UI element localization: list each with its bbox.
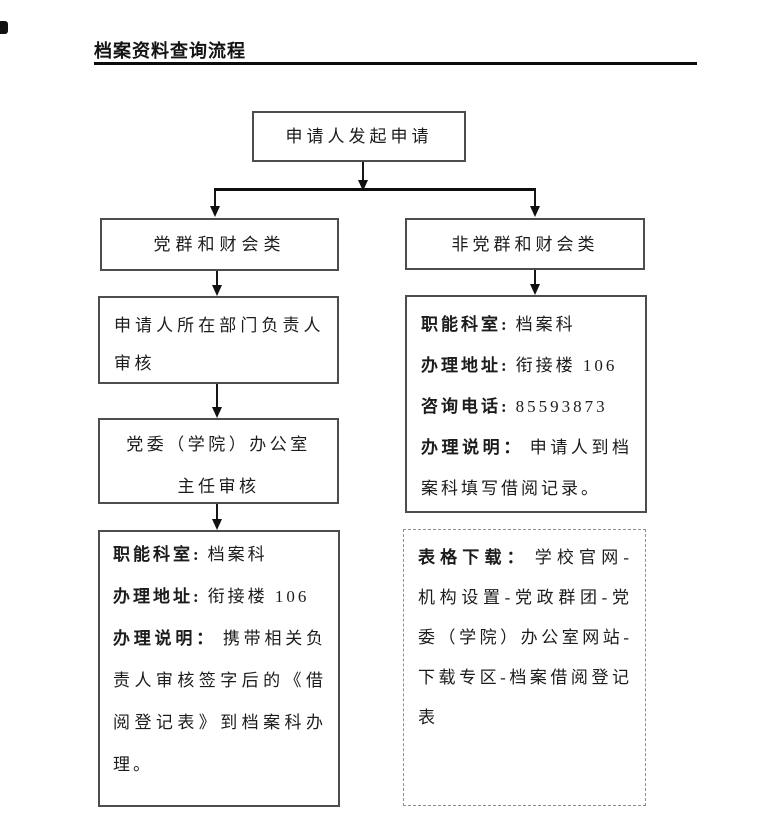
connector-split-bar	[214, 188, 536, 191]
flow-node-left-details: 职能科室: 档案科 办理地址: 衔接楼 106 办理说明：携带相关负责人审核签字后的…	[98, 530, 340, 807]
detail-entry-instructions: 办理说明：携带相关负责人审核签字后的《借阅登记表》到档案科办理。	[113, 618, 326, 786]
detail-value: 申请人到档案科填写借阅记录。	[421, 438, 633, 498]
connector-start-arrowhead	[358, 180, 368, 191]
detail-value: 档案科	[207, 545, 268, 564]
detail-value: 85593873	[515, 397, 608, 416]
flow-node-left-category-label: 党群和财会类	[153, 235, 286, 254]
connector-left-step1-arrowhead	[212, 285, 222, 296]
connector-left-drop-line	[214, 191, 216, 206]
detail-entry-address: 办理地址: 衔接楼 106	[113, 576, 326, 618]
flow-node-form-download: 表格下载：学校官网-机构设置-党政群团-党委（学院）办公室网站-下载专区-档案借…	[403, 529, 646, 806]
connector-left-step3-line	[216, 504, 218, 519]
page-edge-mark	[0, 21, 8, 34]
connector-start-drop-line	[362, 162, 364, 180]
flow-node-right-category-label: 非党群和财会类	[451, 234, 599, 254]
detail-label: 办理说明：	[113, 629, 217, 648]
detail-label: 表格下载：	[418, 548, 529, 567]
detail-value: 携带相关负责人审核签字后的《借阅登记表》到档案科办理。	[113, 629, 327, 774]
flow-node-right-category: 非党群和财会类	[405, 218, 645, 270]
detail-label: 办理说明：	[421, 438, 524, 457]
flow-node-office-director-review: 党委（学院）办公室 主任审核	[98, 418, 339, 504]
connector-right-drop-arrowhead	[530, 206, 540, 217]
flow-node-office-director-line1: 党委（学院）办公室	[126, 435, 311, 454]
detail-value: 衔接楼 106	[207, 587, 310, 606]
flow-node-office-director-line2: 主任审核	[177, 477, 260, 496]
detail-entry-department: 职能科室: 档案科	[113, 534, 326, 576]
connector-right-step1-arrowhead	[530, 284, 540, 295]
detail-label: 办理地址:	[421, 356, 510, 375]
detail-entry-address: 办理地址: 衔接楼 106	[421, 345, 632, 386]
detail-label: 咨询电话:	[421, 397, 510, 416]
page-title: 档案资料查询流程	[94, 41, 246, 61]
connector-right-drop-line	[534, 191, 536, 206]
detail-entry-department: 职能科室: 档案科	[421, 304, 632, 345]
flow-node-right-details: 职能科室: 档案科 办理地址: 衔接楼 106 咨询电话: 85593873 办理说明…	[405, 295, 647, 513]
detail-value: 档案科	[515, 315, 576, 334]
flow-node-left-category: 党群和财会类	[100, 218, 339, 271]
detail-label: 职能科室:	[421, 315, 510, 334]
flow-node-start: 申请人发起申请	[252, 111, 466, 162]
detail-label: 职能科室:	[113, 545, 202, 564]
flow-node-start-label: 申请人发起申请	[285, 127, 433, 146]
detail-value: 学校官网-机构设置-党政群团-党委（学院）办公室网站-下载专区-档案借阅登记表	[418, 548, 633, 727]
detail-entry-instructions: 办理说明：申请人到档案科填写借阅记录。	[421, 427, 632, 509]
detail-value: 衔接楼 106	[515, 356, 618, 375]
title-underline	[94, 62, 697, 65]
connector-right-step1-line	[534, 270, 536, 284]
connector-left-step2-line	[216, 384, 218, 407]
flow-node-department-review-label: 申请人所在部门负责人审核	[114, 316, 324, 373]
connector-left-step3-arrowhead	[212, 519, 222, 530]
flow-node-department-review: 申请人所在部门负责人审核	[98, 296, 339, 384]
detail-entry-phone: 咨询电话: 85593873	[421, 386, 632, 427]
connector-left-step2-arrowhead	[212, 407, 222, 418]
detail-entry-download: 表格下载：学校官网-机构设置-党政群团-党委（学院）办公室网站-下载专区-档案借…	[418, 538, 632, 738]
connector-left-drop-arrowhead	[210, 206, 220, 217]
connector-left-step1-line	[216, 271, 218, 285]
detail-label: 办理地址:	[113, 587, 202, 606]
